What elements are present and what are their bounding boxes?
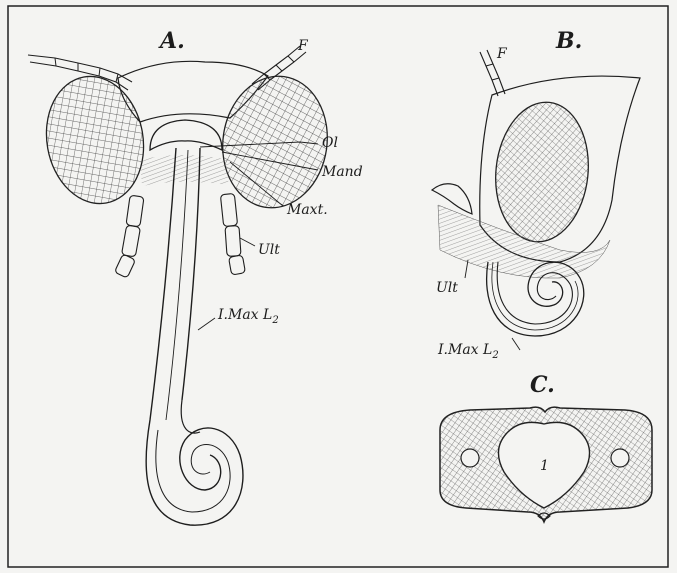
cheek-hair-a <box>140 155 230 186</box>
label-imax-a-base: I.Max L <box>217 307 272 323</box>
label-imax-b-sub: 2 <box>491 350 498 361</box>
label-imax-a: I.Max L2 <box>217 307 279 326</box>
trachea-right-c <box>611 449 629 467</box>
leader-imax-a <box>198 318 215 330</box>
label-imax-a-sub: 2 <box>271 315 278 326</box>
label-ult-a: Ult <box>258 242 280 258</box>
compound-eye-right-a <box>214 69 335 214</box>
label-f-b: F <box>496 46 508 62</box>
panel-c: C. 1 <box>440 372 652 522</box>
compound-eye-b <box>489 98 595 247</box>
compound-eye-left-a <box>37 69 154 212</box>
leader-imax-b <box>512 338 520 350</box>
maxillary-palp-left-a <box>114 195 144 278</box>
label-f-a: F <box>297 38 309 54</box>
panel-c-title: C. <box>530 372 555 398</box>
proboscis-a <box>146 148 243 525</box>
maxillary-palp-right-a <box>220 193 245 275</box>
clypeus-a <box>150 120 222 150</box>
panel-a: A. F Ol Mand Maxt. Ult I.Max L2 <box>28 28 363 525</box>
panel-a-title: A. <box>158 28 185 54</box>
label-imax-b: I.Max L2 <box>437 342 499 361</box>
label-ol-a: Ol <box>322 135 338 151</box>
leader-ult-b <box>465 260 468 278</box>
leader-ult-a <box>240 238 255 246</box>
label-ult-b: Ult <box>436 280 458 296</box>
panel-b-title: B. <box>555 28 582 54</box>
trachea-left-c <box>461 449 479 467</box>
panel-b: B. F Ult I.Max L2 <box>432 28 640 361</box>
label-imax-b-base: I.Max L <box>437 342 492 358</box>
label-maxt-a: Maxt. <box>286 202 328 218</box>
label-mand-a: Mand <box>321 164 363 180</box>
label-one-c: 1 <box>540 458 549 474</box>
